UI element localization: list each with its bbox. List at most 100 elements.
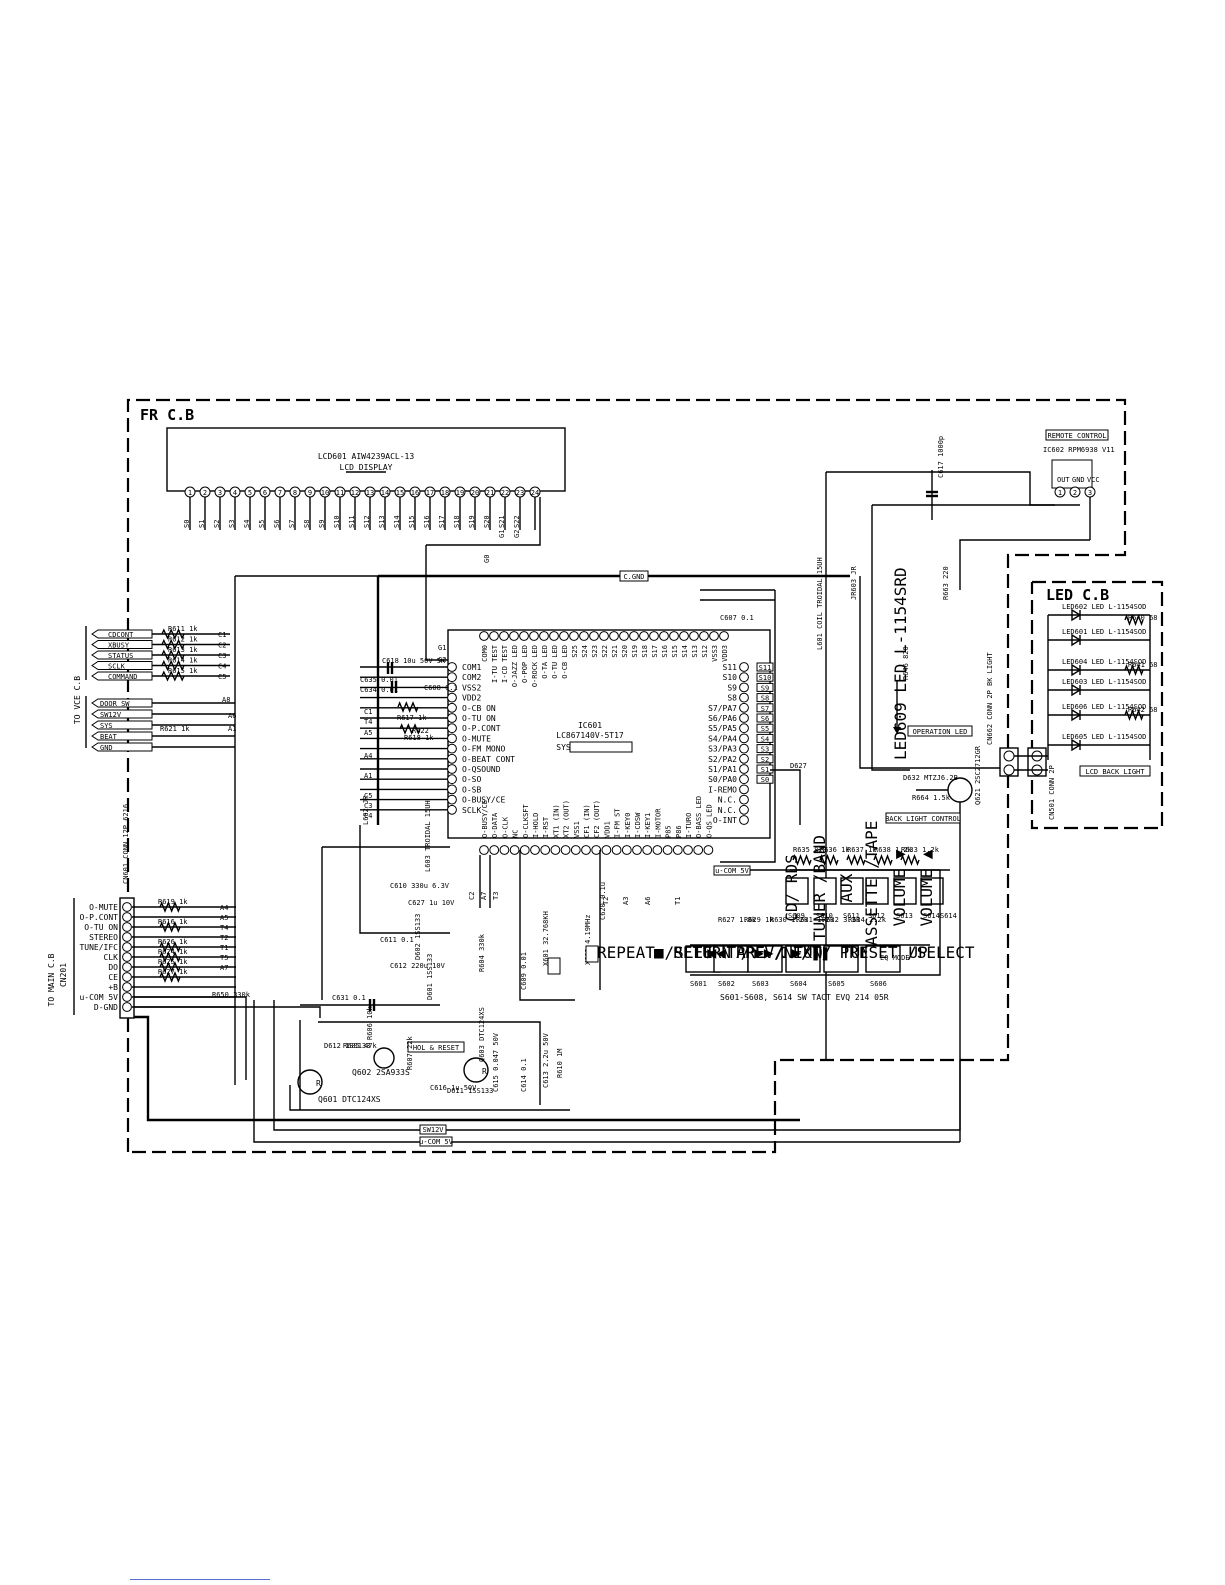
ic601-right-pin-label: S1/PA1: [708, 765, 737, 774]
cn601-pin: [122, 932, 132, 942]
resistor-symbol: [161, 638, 185, 651]
led-symbol: [1071, 608, 1082, 622]
lcd-pin-num: 23: [516, 489, 524, 497]
switch-ref: S605: [828, 980, 845, 988]
ic601-right-tag: [756, 703, 774, 713]
switch-resistor-label: R632 3.3k: [822, 916, 861, 924]
d601-label: D601 1SS133: [426, 954, 434, 1000]
ic601-bottom-pin: [621, 845, 632, 855]
r621-label: R621 1k: [160, 725, 190, 733]
r610-label: R610 1M: [556, 1048, 564, 1078]
switch-return: [690, 870, 941, 976]
ic601-bottom-pin: [652, 845, 663, 855]
g2-label: G2: [438, 656, 446, 664]
ic601-top-pin: [579, 631, 589, 641]
vce-resistor-label: R612 1k: [168, 636, 198, 644]
c607-label: C607 0.1: [720, 614, 754, 622]
cn501-label: CN501 CONN 2P: [1048, 765, 1056, 820]
ic601-right-tag-label: S5: [761, 725, 769, 733]
ic601-top-pin: [629, 631, 639, 641]
ic601-bottom-pin: [550, 845, 561, 855]
switch-key: [813, 877, 837, 905]
ic-left-bus-tag: A1: [364, 772, 372, 780]
vce-resistor-label: R613 1k: [168, 646, 198, 654]
resistor-symbol: [399, 723, 421, 735]
main-signal-label: u-COM 5V: [79, 993, 118, 1002]
x602-crystal: [585, 945, 599, 963]
ic601-bottom-pin: [683, 845, 693, 855]
led-board-outline: [1030, 580, 1164, 830]
lcd-segment-label: S7: [288, 520, 296, 528]
main-bus-tag: A5: [220, 914, 228, 922]
main-signal-label: D-GND: [94, 1003, 118, 1012]
l601-label: L601 COIL TROIDAL 15UH: [816, 557, 824, 650]
lcd-pin-num: 6: [263, 489, 267, 497]
remote-pin-label: VCC: [1087, 476, 1100, 484]
c611-label: C611 0.1: [380, 936, 414, 944]
switch-resistor-label: R627 1.8k: [718, 916, 757, 924]
ic601-top-pin-label: O-CB LED: [561, 645, 569, 679]
c634-label: C635 0.01: [360, 676, 398, 684]
ic601-top-pin-label: S20: [621, 645, 629, 658]
switch-ref: S613: [896, 912, 913, 920]
ic601-top-pin-label: S14: [681, 645, 689, 658]
ic601-left-pin-label: O-SO: [462, 775, 481, 784]
remote-pin-num: 2: [1073, 489, 1077, 497]
ic601-left-pin-label: COM1: [462, 663, 481, 672]
vce-signal-label: COMMAND: [108, 673, 138, 681]
ic601-left-pin-label: O-BUSY/CE: [462, 796, 506, 805]
ic601-left-pin-label: O-MUTE: [462, 734, 491, 743]
lcd-pin-num: 16: [411, 489, 419, 497]
lcd-pin-num: 8: [293, 489, 297, 497]
ic601-right-pin: [739, 815, 749, 825]
ic601-top-pin-label: O-JAZZ LED: [511, 645, 519, 687]
ic601-right-pin-label: S5/PA5: [708, 724, 737, 733]
c609-label: C609 0.01: [520, 952, 528, 990]
q602-label: Q602 2SA933S: [352, 1068, 410, 1077]
ucom5v-wire: [134, 1006, 321, 1018]
ic601-right-tag: [756, 682, 774, 692]
led-symbol: [1071, 738, 1082, 752]
lcd-segment-label: S14: [393, 515, 401, 528]
vce-bus-tag: C5: [218, 673, 226, 681]
main-signal-label: CLK: [104, 953, 119, 962]
r646-label: R646 820: [902, 646, 910, 680]
ic601-bottom-pin: [611, 845, 622, 855]
ic601-left-pin-label: O-QSOUND: [462, 765, 501, 774]
ic601-right-pin-label: S8: [727, 694, 737, 703]
resistor-symbol: [159, 971, 181, 983]
q603-label: Q603 DTC124XS: [478, 1007, 486, 1062]
switch-key: [840, 877, 864, 905]
ic601-bottom-pin-label: VDD1: [603, 821, 611, 838]
cn601-label: CN601 CONN 12P 6216: [122, 804, 130, 884]
reset-label: HOL & RESET: [413, 1044, 460, 1052]
ic601-top-pin-label: O-POP LED: [521, 645, 529, 683]
lcd-segment-label: S5: [258, 520, 266, 528]
ic601-bottom-pin: [519, 845, 530, 855]
c-gnd-tag: [619, 570, 649, 582]
lcd-pin-num: 5: [248, 489, 252, 497]
bus-tag: A1: [228, 725, 236, 733]
ic-left-bus-tag: A4: [364, 752, 372, 760]
lcd-segment-label: S0: [183, 520, 191, 528]
vce-power-label: SW12V: [100, 711, 122, 719]
switch-key-label: AUX: [837, 873, 856, 902]
ic601-bottom-pin-label: O-CLKSFT: [522, 803, 530, 838]
ic601-top-pin-label: S16: [661, 645, 669, 658]
ic601-bottom-pin-label: O-BUSY/CE: [481, 800, 489, 838]
ic601-bottom-pin-label: O-QS LED: [705, 804, 713, 838]
switch-key: [920, 877, 944, 905]
ic601-bottom-pin: [601, 845, 612, 855]
switch-key: [785, 877, 809, 905]
sw12v-tag-label: SW12V: [422, 1126, 444, 1134]
ic601-top-pin-label: S12: [701, 645, 709, 658]
lcd-pin-num: 7: [278, 489, 282, 497]
switch-key-label: VOLUME ▲: [917, 849, 936, 926]
vce-bus-tag: C3: [218, 652, 226, 660]
ic601-left-pin: [447, 774, 457, 785]
remote-pin-num: 1: [1058, 489, 1062, 497]
ic601-bottom-pin-label: CF2 (OUT): [593, 800, 601, 838]
ic601-right-tag: [756, 754, 774, 764]
ic601-right-tag-label: S6: [761, 715, 769, 723]
